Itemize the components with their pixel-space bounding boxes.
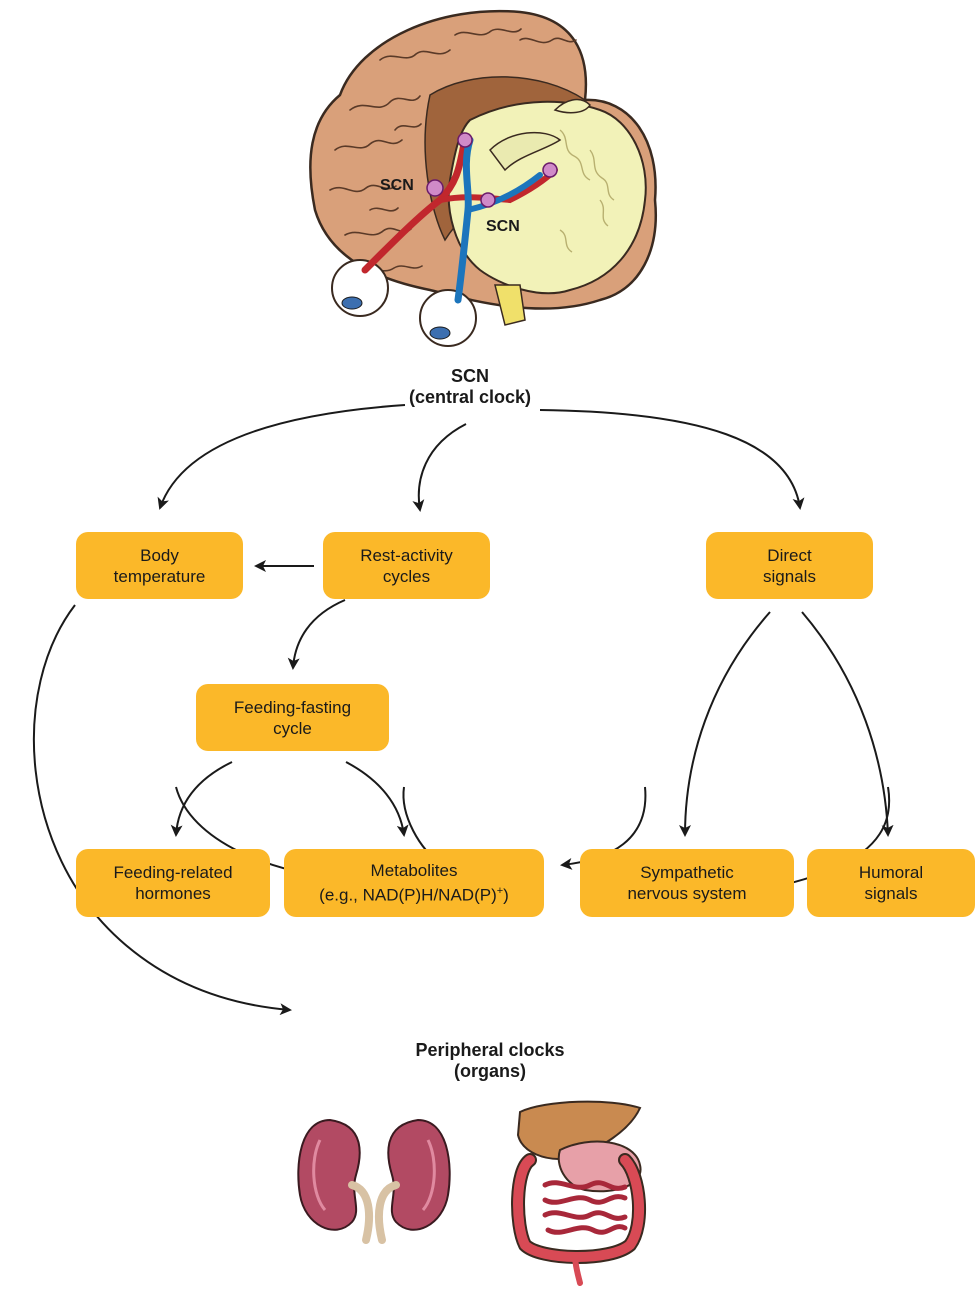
- box-body-temperature-line1: Body: [140, 545, 179, 565]
- arrow-body-temperature-to-peripheral: [32, 604, 292, 1016]
- arrow-sympathetic-to-peripheral: [560, 786, 647, 870]
- central-clock-label: SCN (central clock): [380, 366, 560, 408]
- box-feeding-fasting-line2: cycle: [273, 718, 312, 738]
- box-metabolites-line2-suffix: ): [503, 885, 509, 905]
- gut-illustration: [511, 1100, 647, 1286]
- brain-illustration: SCN SCN: [309, 9, 657, 347]
- peripheral-clocks-label: Peripheral clocks (organs): [380, 1040, 600, 1082]
- box-direct-signals: Direct signals: [706, 532, 873, 599]
- box-sympathetic-line1: Sympathetic: [640, 863, 734, 882]
- box-humoral-line2: signals: [864, 884, 918, 903]
- arrow-direct-to-sympathetic: [679, 611, 771, 837]
- box-metabolites-line2-sup: +: [496, 885, 504, 898]
- arrow-rest-to-feeding-fasting: [287, 599, 346, 670]
- scn-label-right: SCN: [486, 218, 520, 235]
- box-body-temperature: Body temperature: [76, 532, 243, 599]
- box-humoral-line1: Humoral: [858, 863, 924, 882]
- box-sympathetic-line2: nervous system: [627, 884, 747, 903]
- box-feeding-hormones: Feeding-related hormones: [76, 849, 270, 917]
- arrows: [32, 404, 894, 1016]
- eye-right: [419, 289, 477, 347]
- arrow-scn-to-body-temperature: [157, 404, 406, 510]
- central-clock-subtitle: (central clock): [408, 387, 532, 407]
- box-humoral: Humoral signals: [807, 849, 975, 917]
- central-clock-title: SCN: [450, 366, 489, 386]
- arrow-direct-to-humoral: [801, 611, 894, 837]
- peripheral-clocks-subtitle: (organs): [454, 1061, 526, 1081]
- box-metabolites-line2: (e.g., NAD(P)H/NAD(P)+): [319, 881, 509, 906]
- box-body-temperature-line2: temperature: [113, 566, 206, 586]
- box-metabolites: Metabolites (e.g., NAD(P)H/NAD(P)+): [284, 849, 544, 917]
- arrow-scn-to-direct-signals: [539, 409, 805, 510]
- arrow-scn-to-rest-activity: [412, 423, 467, 512]
- box-metabolites-line2-prefix: (e.g., NAD(P)H/NAD(P): [319, 885, 497, 905]
- box-direct-signals-line2: signals: [763, 566, 816, 586]
- box-metabolites-line1: Metabolites: [370, 861, 458, 881]
- arrow-feeding-to-hormones: [170, 761, 233, 837]
- box-rest-activity: Rest-activity cycles: [323, 532, 490, 599]
- box-rest-activity-line1: Rest-activity: [360, 545, 453, 565]
- box-feeding-hormones-line2: hormones: [135, 884, 211, 903]
- peripheral-clocks-title: Peripheral clocks: [415, 1040, 565, 1060]
- kidneys-illustration: [297, 1118, 451, 1244]
- box-feeding-hormones-line1: Feeding-related: [113, 863, 233, 882]
- box-direct-signals-line1: Direct: [767, 545, 812, 565]
- arrow-feeding-to-metabolites: [345, 761, 409, 837]
- eye-left: [331, 259, 389, 317]
- box-feeding-fasting: Feeding-fasting cycle: [196, 684, 389, 751]
- box-sympathetic: Sympathetic nervous system: [580, 849, 794, 917]
- box-rest-activity-line2: cycles: [382, 566, 431, 586]
- scn-label-left: SCN: [380, 177, 414, 194]
- box-feeding-fasting-line1: Feeding-fasting: [233, 697, 352, 717]
